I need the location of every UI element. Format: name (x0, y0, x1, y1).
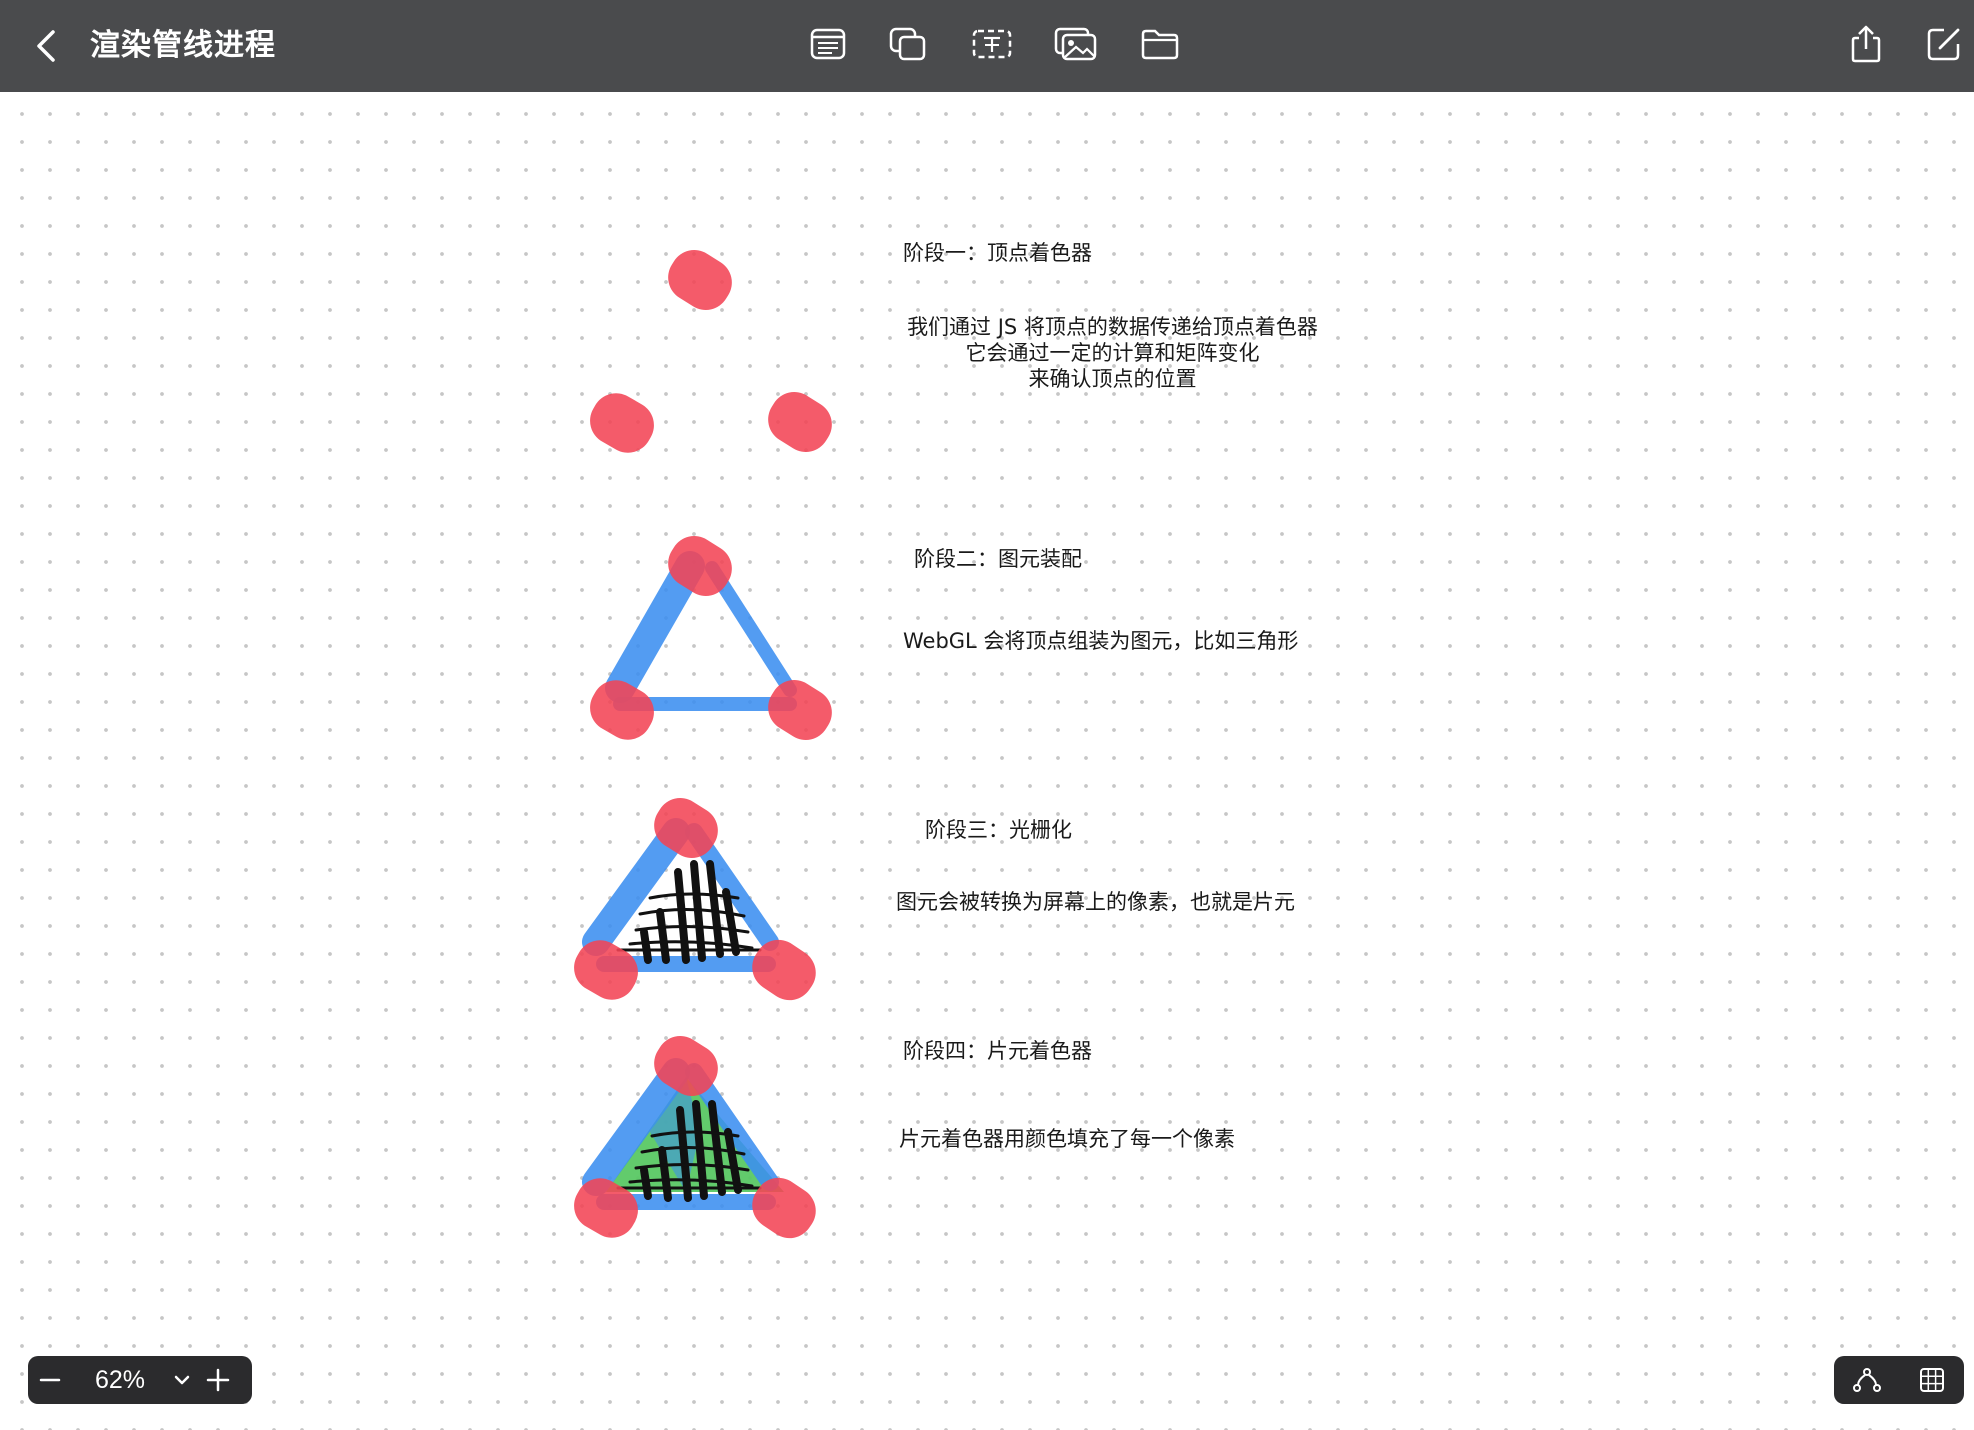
stage-four-filled (565, 1026, 826, 1248)
text-box-button[interactable] (964, 16, 1020, 72)
back-chevron-icon (37, 30, 55, 62)
media-button[interactable] (1048, 16, 1104, 72)
top-toolbar: 渲染管线进程 (0, 0, 1974, 92)
text-list-button[interactable] (800, 16, 856, 72)
stage-one-body: 我们通过 JS 将顶点的数据传递给顶点着色器 它会通过一定的计算和矩阵变化 来确… (880, 314, 1345, 392)
text-box-icon (972, 29, 1012, 59)
grid-icon (1919, 1368, 1944, 1392)
compose-icon (1927, 28, 1960, 61)
stage-one-heading: 阶段一：顶点着色器 (903, 241, 1092, 265)
stage-one-body-line: 它会通过一定的计算和矩阵变化 (965, 341, 1260, 365)
media-icon (1054, 27, 1097, 61)
zoom-level[interactable]: 62% (94, 1365, 146, 1394)
zoom-out-button[interactable] (28, 1356, 72, 1404)
vertex-dot (659, 240, 741, 320)
vertex-dot (581, 671, 663, 749)
freeform-canvas[interactable]: 阶段一：顶点着色器 我们通过 JS 将顶点的数据传递给顶点着色器 它会通过一定的… (0, 92, 1974, 1430)
zoom-in-button[interactable] (196, 1356, 240, 1404)
folder-icon (1141, 29, 1179, 60)
stage-four-heading: 阶段四：片元着色器 (903, 1039, 1092, 1063)
shapes-icon (889, 27, 926, 61)
text-list-icon (810, 28, 846, 60)
chevron-down-icon (174, 1375, 190, 1385)
stage-one-vertices (581, 240, 841, 462)
share-icon (1851, 25, 1881, 63)
minus-icon (39, 1378, 61, 1382)
stage-one-body-line: 我们通过 JS 将顶点的数据传递给顶点着色器 (907, 315, 1318, 339)
back-button[interactable] (26, 18, 66, 74)
canvas-tools-control (1834, 1356, 1964, 1404)
stage-two-heading: 阶段二：图元装配 (914, 547, 1082, 571)
vertex-dot (759, 670, 841, 750)
zoom-control: 62% (28, 1356, 252, 1404)
stage-three-raster (565, 788, 826, 1010)
stage-four-body: 片元着色器用颜色填充了每一个像素 (899, 1127, 1235, 1151)
vertex-dot (742, 930, 826, 1010)
plus-icon (206, 1368, 230, 1392)
vertex-dot (759, 382, 841, 462)
stage-two-triangle (581, 526, 841, 750)
stage-three-heading: 阶段三：光栅化 (925, 818, 1072, 842)
grid-toggle-button[interactable] (1908, 1356, 1956, 1404)
vertex-dot (581, 384, 663, 462)
zoom-dropdown-button[interactable] (168, 1356, 196, 1404)
board-title: 渲染管线进程 (90, 28, 276, 63)
stage-three-body: 图元会被转换为屏幕上的像素，也就是片元 (896, 890, 1295, 914)
folder-button[interactable] (1132, 16, 1188, 72)
stage-two-body: WebGL 会将顶点组装为图元，比如三角形 (903, 629, 1299, 653)
connector-nodes-icon (1852, 1368, 1881, 1392)
shapes-button[interactable] (880, 16, 936, 72)
stage-one-body-line: 来确认顶点的位置 (1028, 367, 1197, 391)
share-button[interactable] (1838, 16, 1894, 72)
compose-button[interactable] (1916, 16, 1972, 72)
connector-button[interactable] (1843, 1356, 1891, 1404)
pipeline-sketch (565, 240, 841, 1248)
